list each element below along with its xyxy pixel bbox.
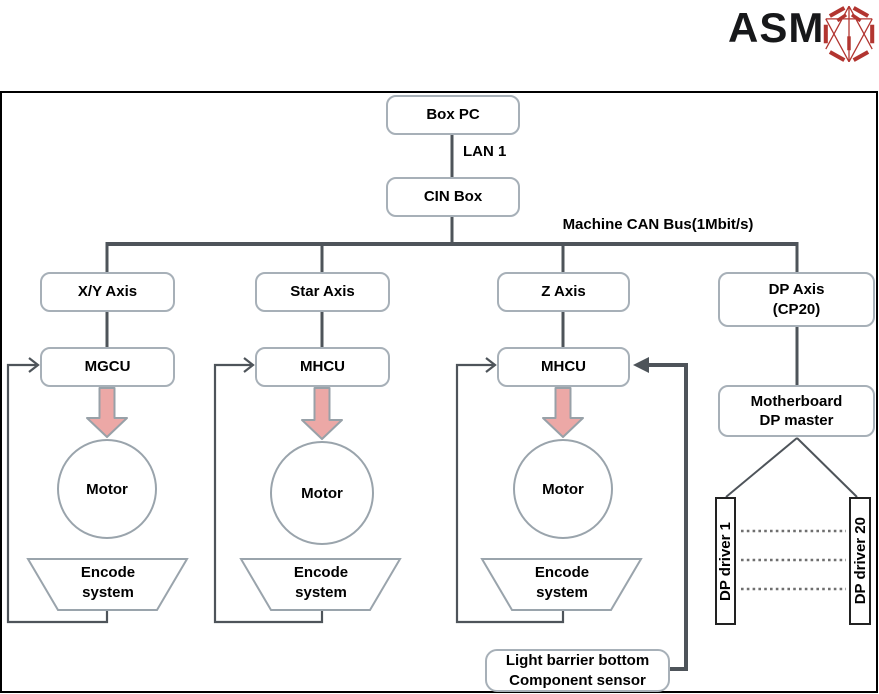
node-box-pc-label: Box PC xyxy=(426,106,480,124)
arrowhead-into-mhcu-z-left xyxy=(485,357,497,373)
arrowhead-into-mgcu xyxy=(28,357,40,373)
node-axis-dp: DP Axis (CP20) xyxy=(718,272,875,327)
node-dp-driver-1: DP driver 1 xyxy=(715,497,736,625)
drive-arrow-xy xyxy=(86,387,128,438)
node-axis-z: Z Axis xyxy=(497,272,630,312)
encoder-feedback-lines xyxy=(6,357,565,624)
arrowhead-into-mhcu-z-right xyxy=(633,357,649,373)
node-mhcu-z-label: MHCU xyxy=(541,358,586,376)
encoder-shape-xy xyxy=(26,558,189,611)
node-motor-z-label: Motor xyxy=(542,480,584,498)
node-dp-driver-20: DP driver 20 xyxy=(849,497,871,625)
drive-arrow-z xyxy=(542,387,584,438)
drive-arrow-star xyxy=(301,387,343,440)
node-mgcu-label: MGCU xyxy=(84,358,131,376)
node-motor-star-label: Motor xyxy=(301,484,343,502)
node-motor-xy: Motor xyxy=(57,439,157,539)
node-dp-driver-1-label: DP driver 1 xyxy=(717,521,734,601)
lan-label: LAN 1 xyxy=(463,143,507,160)
dp-driver-continuation-dots xyxy=(741,529,846,591)
encoder-star-line1: Encode xyxy=(293,564,349,581)
sensor-line2: Component sensor xyxy=(509,671,646,689)
drive-arrows xyxy=(86,387,584,440)
node-dp-driver-20-label: DP driver 20 xyxy=(851,517,869,605)
encoder-xy-line2: system xyxy=(82,584,134,602)
node-cin-box-label: CIN Box xyxy=(423,188,483,206)
node-motor-xy-label: Motor xyxy=(86,480,128,498)
can-bus-label: Machine CAN Bus(1Mbit/s) xyxy=(562,216,754,233)
encoder-xy-line1: Encode xyxy=(80,564,136,581)
node-cin-box: CIN Box xyxy=(386,177,520,217)
node-mhcu-star-label: MHCU xyxy=(300,358,345,376)
node-motor-z: Motor xyxy=(513,439,613,539)
node-box-pc: Box PC xyxy=(386,95,520,135)
node-axis-star: Star Axis xyxy=(255,272,390,312)
node-encoder-star: Encode system xyxy=(251,563,391,604)
encoder-star-line2: system xyxy=(295,584,347,602)
node-axis-z-label: Z Axis xyxy=(541,283,586,301)
node-encoder-xy: Encode system xyxy=(38,563,178,604)
arrowhead-into-mhcu-star xyxy=(243,357,255,373)
encoder-shape-z xyxy=(480,558,643,611)
asm-hexagon-icon xyxy=(823,5,875,63)
node-mhcu-z: MHCU xyxy=(497,347,630,387)
node-mhcu-star: MHCU xyxy=(255,347,390,387)
main-connector-lines xyxy=(105,135,799,385)
node-axis-star-label: Star Axis xyxy=(290,283,355,301)
node-axis-dp-line1: DP Axis xyxy=(768,281,825,298)
node-motor-star: Motor xyxy=(270,441,374,545)
node-axis-xy-label: X/Y Axis xyxy=(77,283,138,301)
encoder-shape-star xyxy=(239,558,402,611)
sensor-line1: Light barrier bottom xyxy=(505,652,650,669)
node-mgcu: MGCU xyxy=(40,347,175,387)
node-light-barrier-sensor: Light barrier bottom Component sensor xyxy=(485,649,670,692)
encoder-z-line2: system xyxy=(536,584,588,602)
asm-logo-text: ASM xyxy=(728,4,825,51)
node-axis-xy: X/Y Axis xyxy=(40,272,175,312)
diagram-frame xyxy=(0,91,878,693)
node-encoder-z: Encode system xyxy=(492,563,632,604)
dp-fanout-lines xyxy=(725,437,858,498)
node-axis-dp-line2: (CP20) xyxy=(772,300,821,318)
asm-logo: ASM xyxy=(718,2,878,66)
sensor-feedback-line xyxy=(633,357,688,671)
node-dp-master-line2: DP master xyxy=(759,412,834,429)
node-dp-master-line1: Motherboard xyxy=(750,392,843,410)
node-dp-master: Motherboard DP master xyxy=(718,385,875,437)
encoder-trapezoids xyxy=(26,558,643,611)
encoder-z-line1: Encode xyxy=(534,564,590,581)
